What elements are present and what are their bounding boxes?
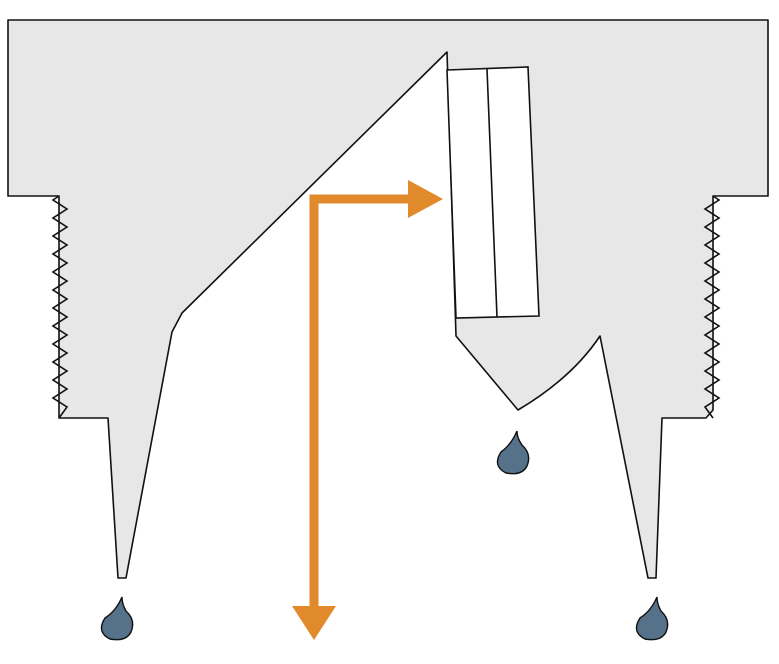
nozzle-body <box>7 19 769 579</box>
flow-arrow-head-down <box>292 606 336 640</box>
flow-arrow-icon <box>292 180 443 640</box>
water-droplet-icon <box>100 596 134 641</box>
water-droplet-icon <box>635 596 669 641</box>
insert-plate-divider <box>486 68 498 318</box>
droplet-left <box>100 596 134 641</box>
droplet-center <box>496 430 530 475</box>
droplet-right <box>635 596 669 641</box>
right-thread <box>703 195 721 419</box>
flow-arrow-head-right <box>408 180 443 218</box>
insert-plate <box>446 66 540 319</box>
left-thread <box>51 195 69 419</box>
flow-arrow-path <box>309 194 412 612</box>
water-droplet-icon <box>496 430 530 475</box>
